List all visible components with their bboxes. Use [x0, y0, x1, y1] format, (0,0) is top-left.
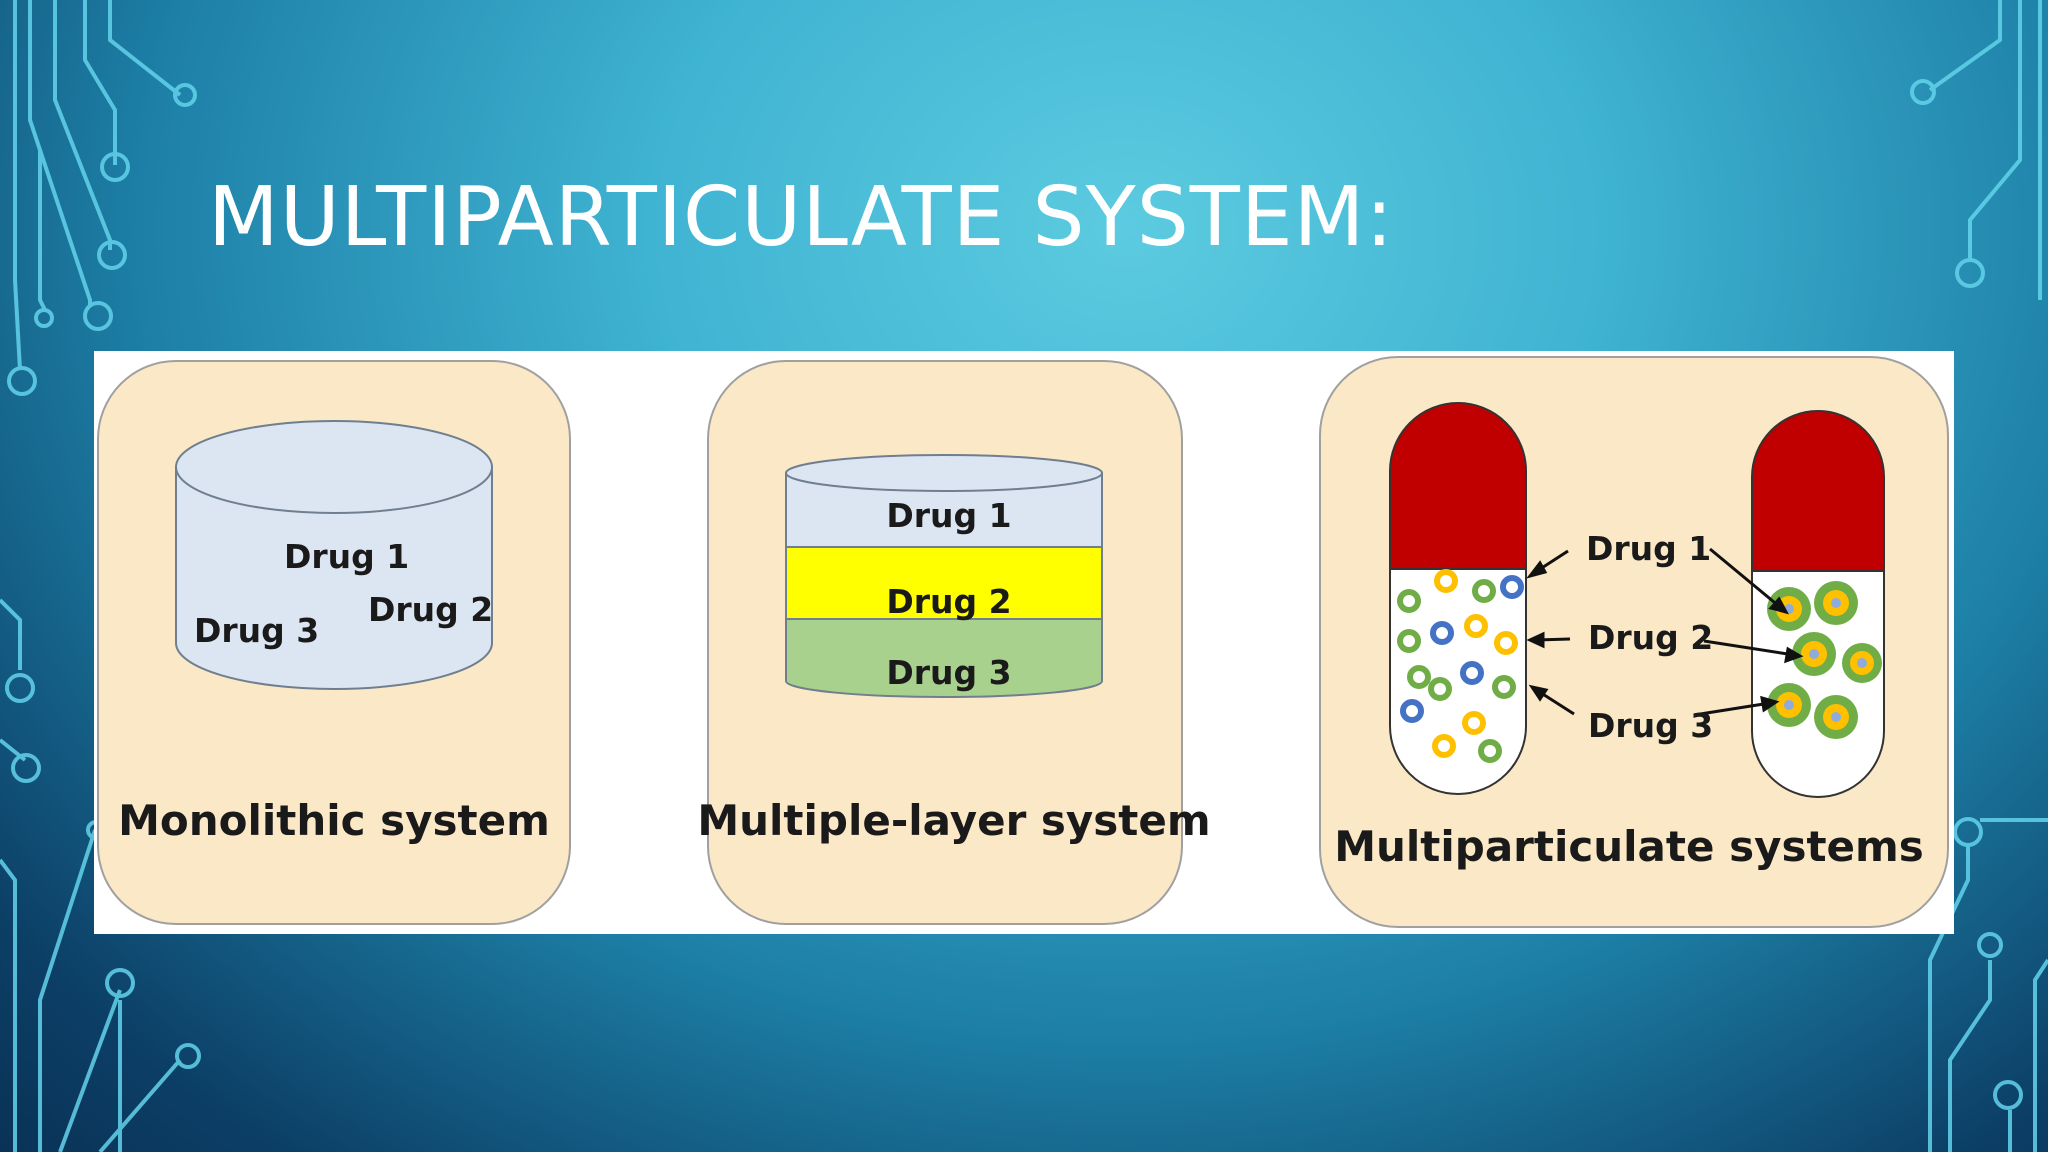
monolithic-drug1-label: Drug 1 — [284, 537, 409, 576]
drug-release-figure: Drug 1 Drug 2 Drug 3 Monolithic system D… — [94, 351, 1954, 934]
capsule-left — [1389, 402, 1527, 795]
slide-title: MULTIPARTICULATE SYSTEM: — [208, 170, 1395, 265]
multiparticulate-caption: Multiparticulate systems — [1334, 822, 1924, 871]
layer-drug1-label: Drug 1 — [886, 496, 1011, 535]
particle-drug2-label: Drug 2 — [1588, 618, 1713, 657]
multiple-layer-caption: Multiple-layer system — [697, 796, 1210, 845]
monolithic-drug2-label: Drug 2 — [368, 590, 493, 629]
monolithic-cylinder — [175, 420, 493, 690]
multiparticulate-panel: Drug 1 Drug 2 Drug 3 Multiparticulate sy… — [1319, 356, 1949, 928]
layer-stack — [785, 454, 1103, 698]
monolithic-panel: Drug 1 Drug 2 Drug 3 Monolithic system — [97, 360, 571, 925]
particle-drug3-label: Drug 3 — [1588, 706, 1713, 745]
multiple-layer-panel: Drug 1 Drug 2 Drug 3 Multiple-layer syst… — [697, 360, 1211, 925]
layer-drug2-label: Drug 2 — [886, 582, 1011, 621]
capsule-right — [1751, 410, 1885, 798]
particle-drug1-label: Drug 1 — [1586, 529, 1711, 568]
monolithic-drug3-label: Drug 3 — [194, 611, 319, 650]
layer-drug3-label: Drug 3 — [886, 653, 1011, 692]
monolithic-caption: Monolithic system — [118, 796, 550, 845]
pointer-arrows — [1526, 547, 1804, 717]
